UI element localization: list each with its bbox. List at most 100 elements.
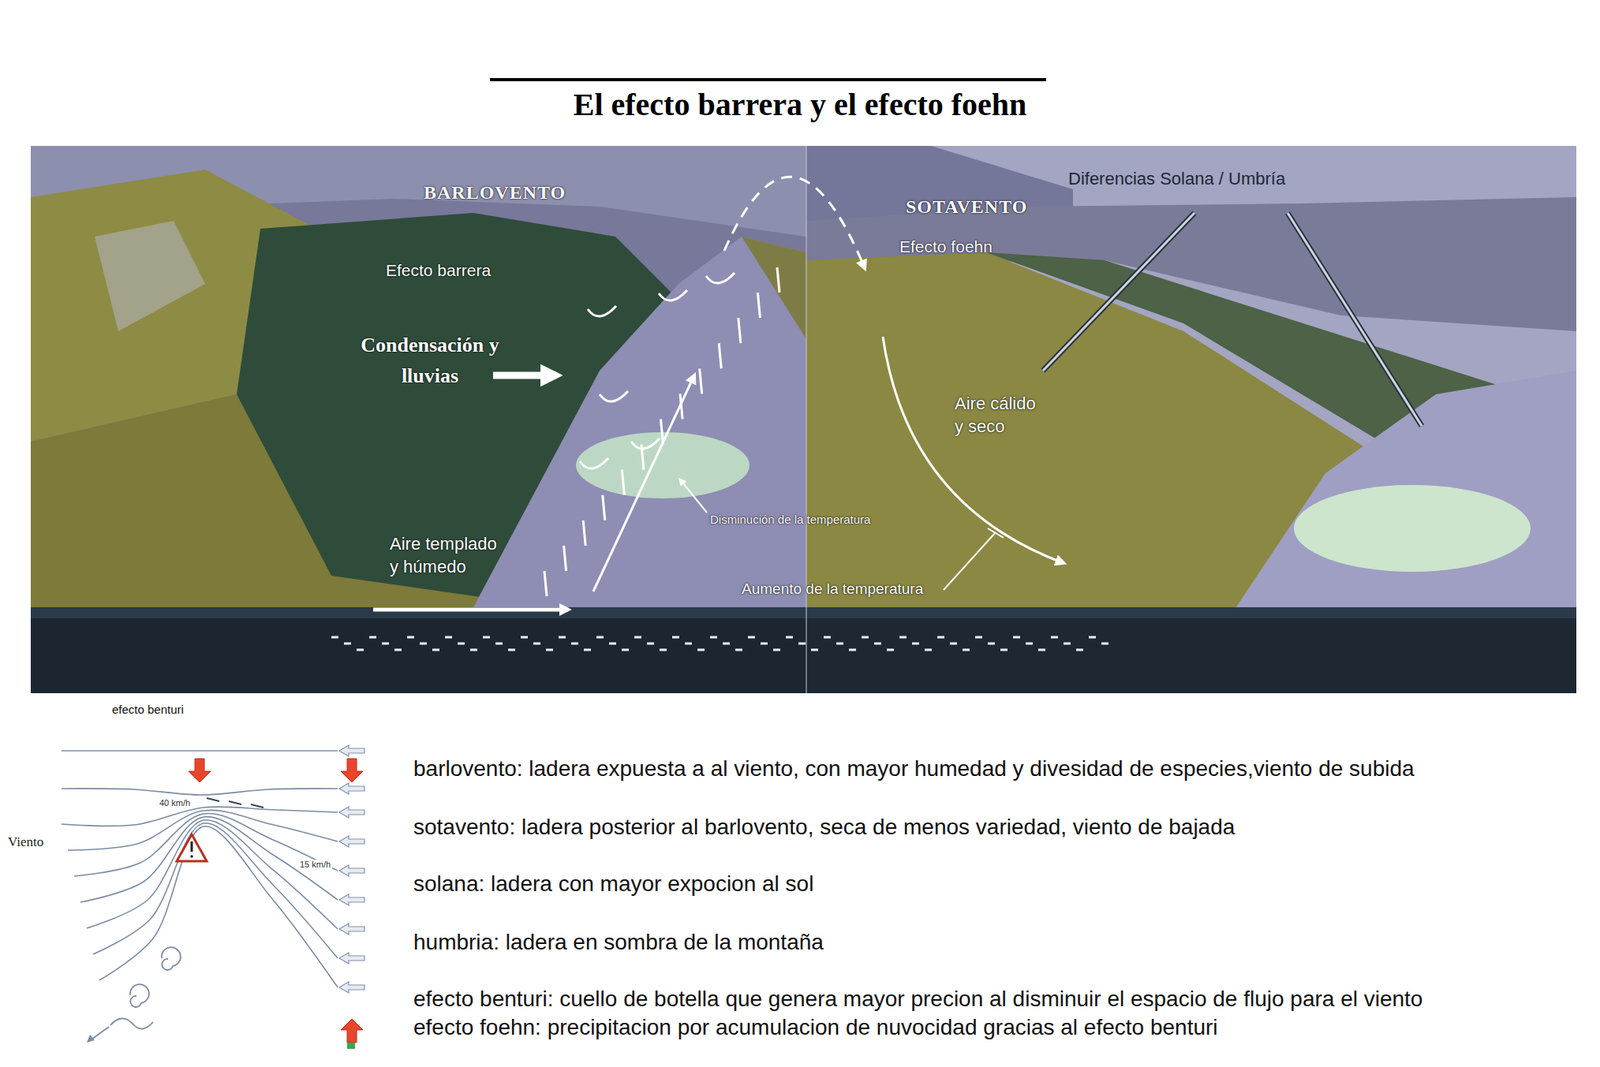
streak [343,642,352,646]
figure-heading: efecto benturi [112,702,184,718]
streak [646,642,655,646]
wind-arrow [339,745,365,757]
streak [836,642,844,646]
streak [899,636,907,640]
cloud-curl [579,458,609,469]
streak [407,636,415,640]
flow-tick [228,801,242,805]
turbulence-swirl [161,947,181,971]
streak [785,636,793,640]
rain-hatch [757,292,760,318]
descent-arrow [882,336,1064,564]
streak [1063,642,1071,646]
process-label: Condensación y lluvias [331,329,529,392]
streak [558,636,566,640]
speed-label: 40 km/h [157,798,192,809]
cloud-curl [587,306,617,317]
streak [331,636,339,640]
leader-line [1042,213,1195,371]
streak [1050,636,1058,640]
wind-arrow [339,982,365,994]
streak [583,649,591,652]
streak [747,636,756,640]
pressure-arrow [188,758,211,783]
turbulence-swirl [130,984,150,1008]
streak [1088,636,1096,640]
streak [760,642,768,646]
streak [735,649,743,652]
wind-arrow [339,836,365,848]
snow-patch [1293,485,1531,572]
streak [533,642,541,646]
streak [571,642,579,646]
streak [684,642,692,646]
rain-hatch [777,267,780,293]
wind-arrow [339,923,365,935]
rain-hatch [621,470,625,496]
definition-text: humbria: ladera en sombra de la montaña [413,929,824,957]
streak [1025,642,1033,646]
crest-arc [724,176,865,269]
definition-text: solana: ladera con mayor expocion al sol [413,871,814,898]
streamline [67,810,338,851]
streak [444,636,453,640]
rain-hatch [699,368,703,394]
streak [874,642,882,646]
effect-label: Efecto foehn [899,236,993,257]
streak [886,649,894,652]
inflow-arrow [373,608,569,613]
valley [806,607,1577,694]
warning-dot [190,855,194,859]
valley-band [30,607,807,619]
streak [1076,649,1084,652]
streak [520,636,528,640]
rain-hatch [718,343,722,369]
hill [1230,370,1577,616]
streak [848,649,857,652]
temperature-label: Aumento de la temperatura [741,580,924,599]
streak [672,636,680,640]
turbulence-swirl [91,1027,109,1040]
streamline [61,750,338,752]
streak [697,649,705,652]
rising-arrow [593,375,695,592]
temperature-label: Disminución de la temperatura [710,512,871,528]
wind-arrow [339,807,365,819]
streak [482,636,490,640]
cloud-curl [599,391,629,402]
definition-text: efecto foehn: precipitacion por acumulac… [413,1015,1219,1041]
leader-line [1287,213,1422,427]
rain-hatch [544,571,547,597]
effect-label: Efecto barrera [385,260,491,281]
streak [987,642,995,646]
streak [457,642,465,646]
streak [1000,649,1008,652]
pressure-arrow [340,1019,363,1043]
rain-hatch [661,419,664,445]
region-heading: BARLOVENTO [423,181,566,205]
streamline [86,820,338,930]
definition-text: efecto benturi: cuello de botella que ge… [413,986,1423,1013]
cloud-curl [658,290,688,301]
slope [741,236,807,340]
streak [621,649,629,652]
ground-marker [347,1042,356,1050]
leader-line [1042,213,1195,371]
streak [369,636,377,640]
streak [659,649,667,652]
streamline [93,823,338,959]
streak [394,649,402,652]
rain-arrow [493,372,557,380]
streamline [99,826,338,988]
leader-line [680,479,707,513]
streak [924,649,932,652]
streak [1013,636,1021,640]
flow-tick [250,804,264,808]
streamline [61,807,338,827]
streak [596,636,604,640]
turbulence-arrowhead [86,1035,95,1043]
definition-text: barlovento: ladera expuesta a al viento,… [413,755,1415,783]
streak [432,649,440,652]
streak [1038,649,1046,652]
valley-band [806,607,1577,619]
